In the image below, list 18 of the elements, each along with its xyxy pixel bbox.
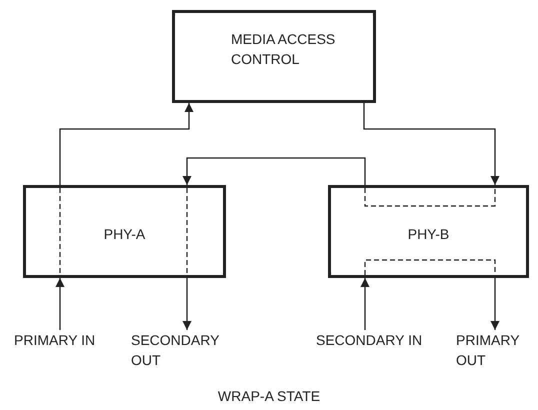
caption: WRAP-A STATE bbox=[216, 388, 322, 404]
signal-label: SECONDARY OUT bbox=[131, 331, 220, 370]
arrow bbox=[182, 278, 192, 330]
box-label: PHY-B bbox=[406, 225, 450, 244]
box-label: PHY-A bbox=[102, 225, 146, 244]
process-box bbox=[328, 185, 529, 278]
arrow bbox=[490, 278, 500, 330]
arrow bbox=[360, 278, 370, 330]
arrow bbox=[182, 157, 366, 185]
signal-label: PRIMARY OUT bbox=[456, 331, 520, 370]
process-box bbox=[23, 185, 226, 278]
signal-label: PRIMARY IN bbox=[14, 331, 96, 350]
process-box bbox=[172, 10, 376, 103]
arrow bbox=[56, 278, 64, 330]
box-label: MEDIA ACCESS CONTROL bbox=[231, 30, 336, 69]
arrow bbox=[59, 103, 194, 185]
signal-label: SECONDARY IN bbox=[316, 331, 424, 350]
arrow bbox=[363, 103, 500, 185]
